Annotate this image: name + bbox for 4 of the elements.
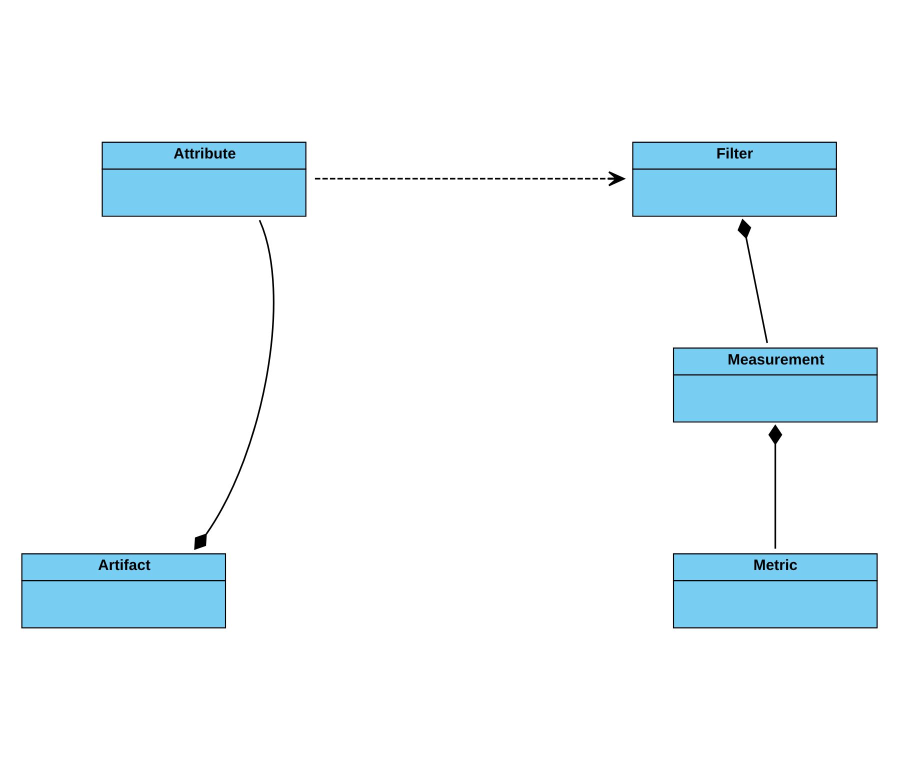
connector xyxy=(194,220,274,550)
connector xyxy=(737,218,768,344)
connector xyxy=(768,424,782,549)
arrow xyxy=(314,171,624,186)
